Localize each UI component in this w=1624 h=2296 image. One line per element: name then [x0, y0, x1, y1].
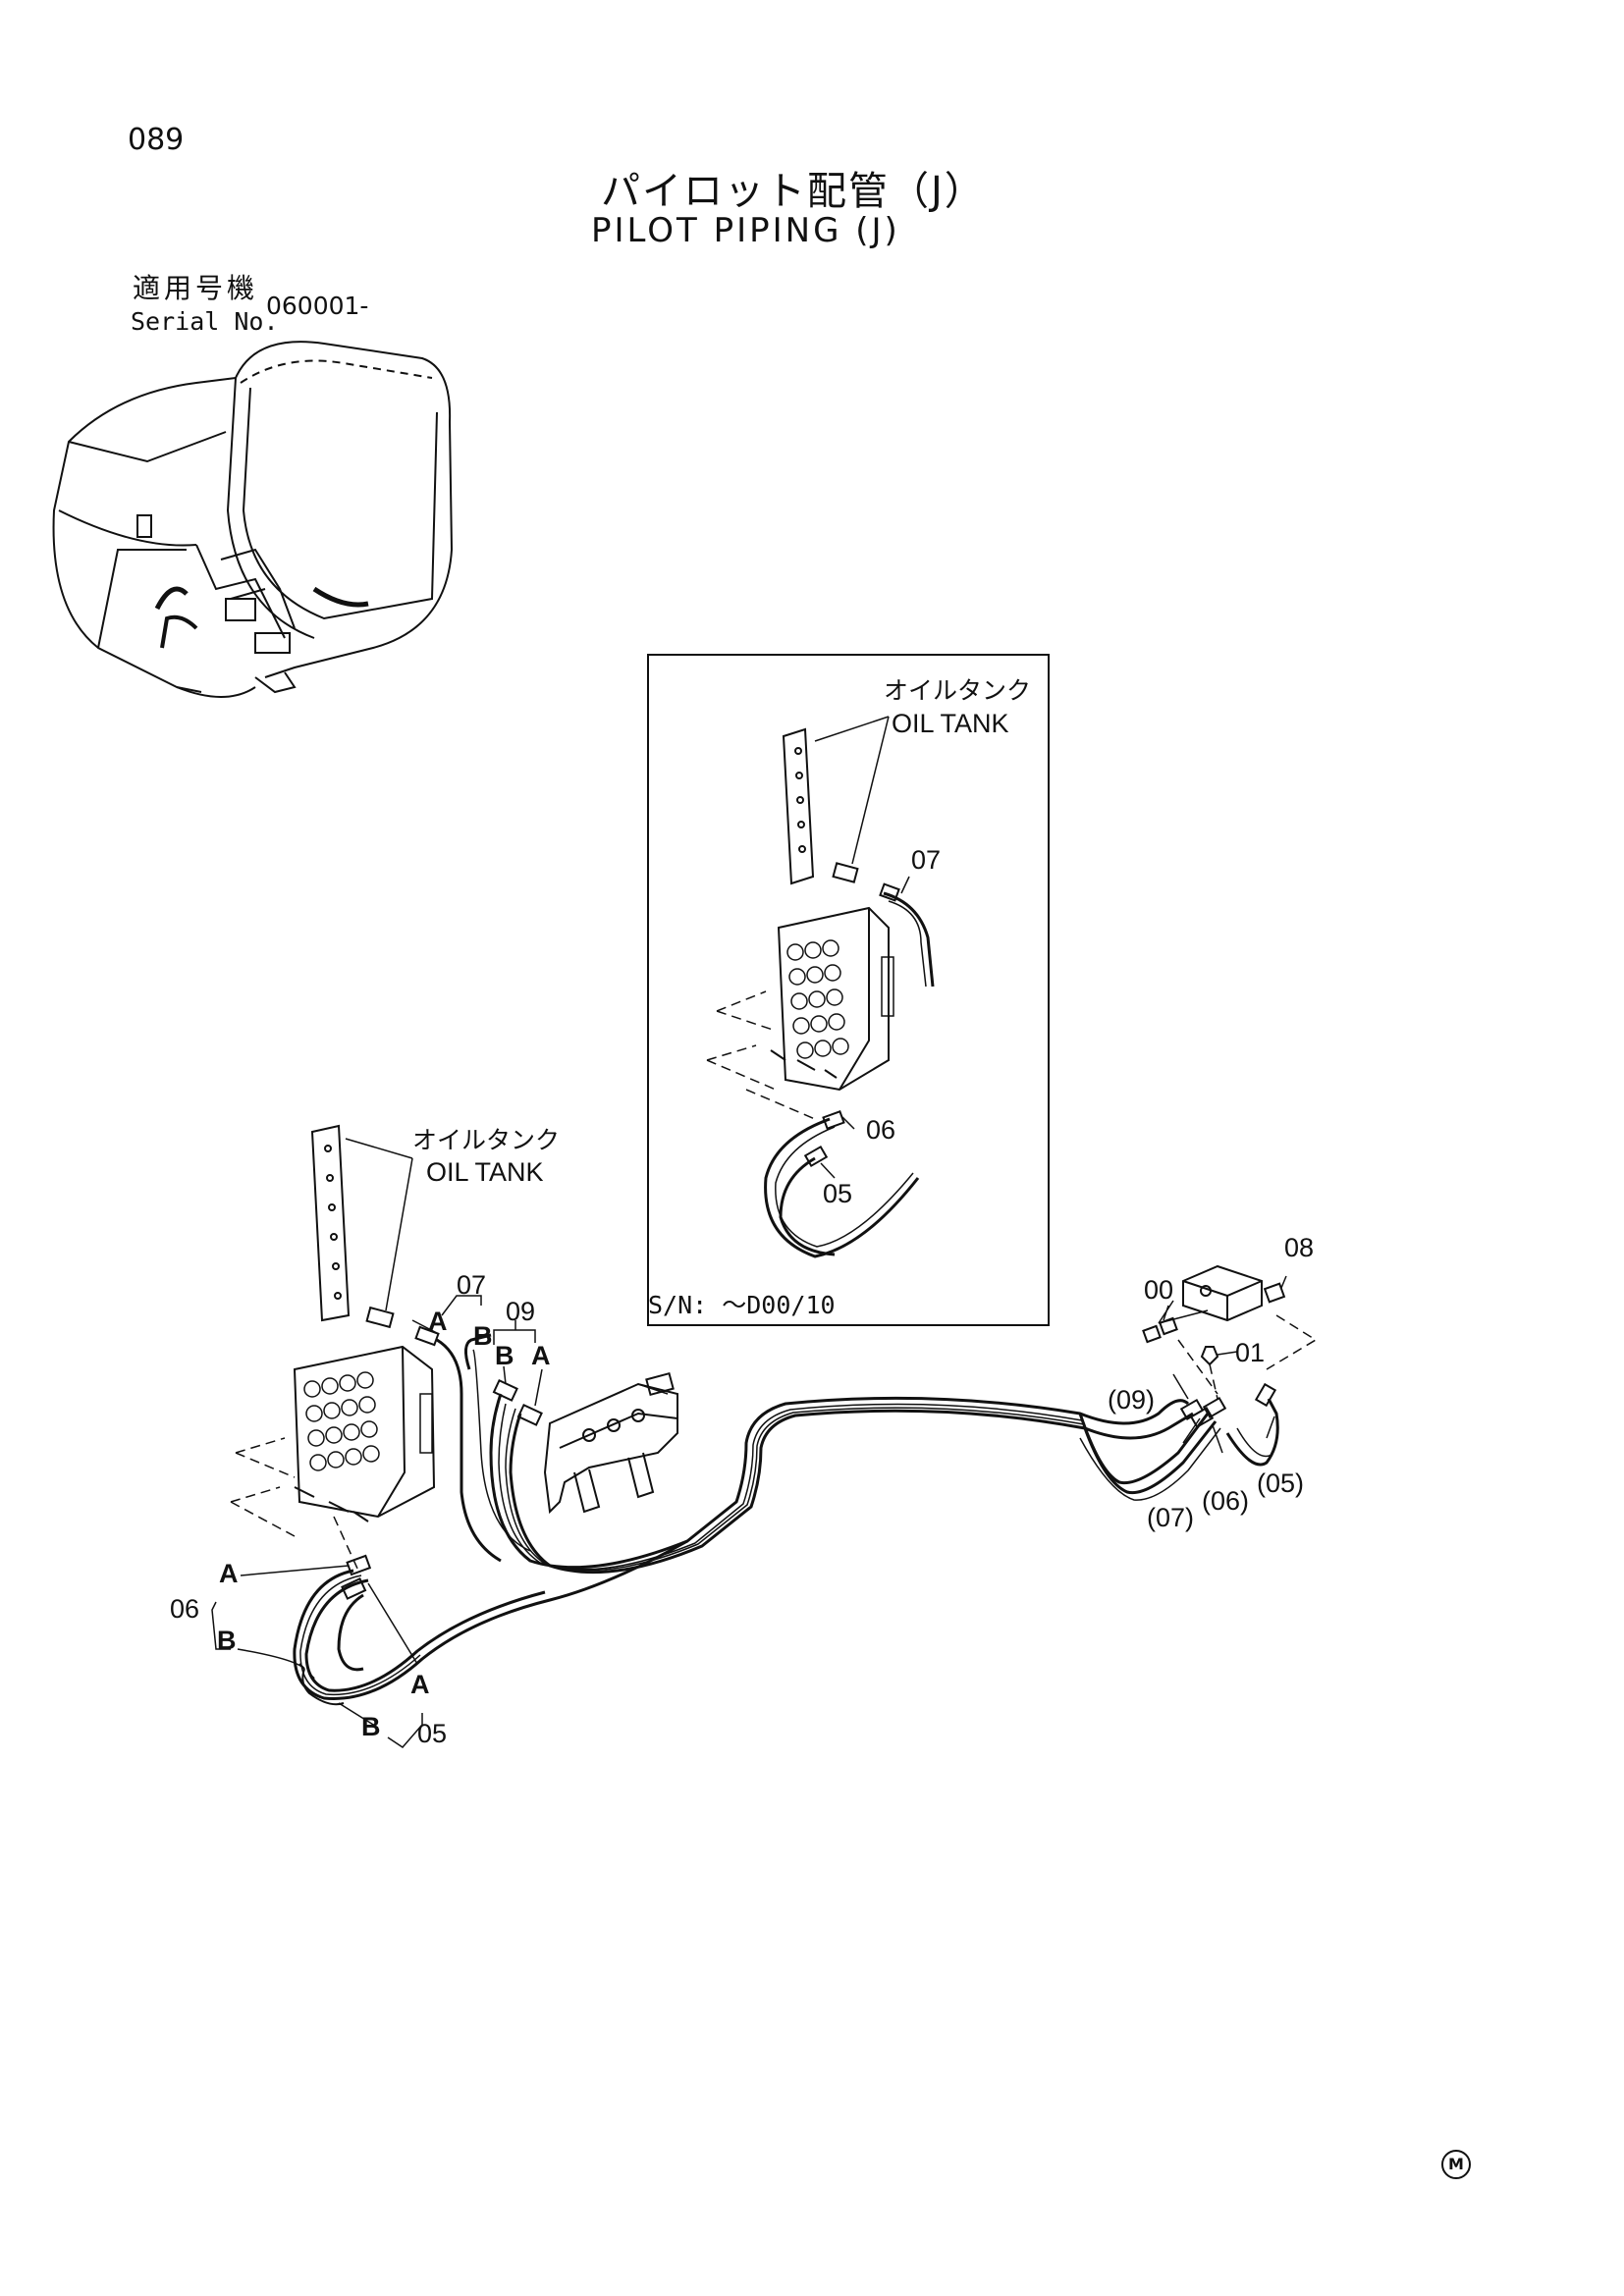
callout-b3: B [217, 1626, 237, 1655]
page-title-en: PILOT PIPING (J) [591, 211, 900, 250]
pilot-valve-block [770, 906, 894, 1092]
callout-06-paren: (06) [1202, 1486, 1249, 1516]
inset-callout-06: 06 [866, 1115, 895, 1145]
page-title-jp: パイロット配管（J） [601, 169, 986, 214]
callout-09-paren: (09) [1108, 1385, 1155, 1415]
callout-01: 01 [1235, 1338, 1265, 1367]
serial-label-en: Serial No. [131, 307, 279, 336]
callout-a3: A [219, 1559, 239, 1588]
main-tank-label-en: OIL TANK [426, 1157, 544, 1187]
control-valve [543, 1371, 678, 1515]
callout-06-left: 06 [170, 1594, 199, 1624]
callout-b2: B [495, 1341, 514, 1370]
callout-05-left: 05 [417, 1719, 447, 1748]
callout-b1: B [473, 1321, 493, 1351]
inset-box: オイルタンク OIL TANK 07 06 05 S/N: ～D00/10 [647, 654, 1050, 1326]
machine-overview-illustration [52, 341, 454, 698]
callout-a2: A [531, 1341, 551, 1370]
callout-a4: A [410, 1670, 430, 1699]
oil-tank-bracket [782, 727, 859, 885]
main-tank-label-jp: オイルタンク [412, 1126, 560, 1154]
callout-07: 07 [457, 1270, 486, 1300]
inset-callout-07: 07 [911, 845, 941, 875]
main-diagram: オイルタンク OIL TANK 07 A B 09 B A A 06 B A B… [170, 1124, 1318, 1748]
callout-09: 09 [506, 1297, 535, 1326]
callout-05-paren: (05) [1257, 1468, 1304, 1498]
oil-tank-bracket [310, 1124, 395, 1329]
inset-serial-note: S/N: ～D00/10 [648, 1291, 836, 1319]
inset-tank-label-en: OIL TANK [892, 709, 1009, 738]
callout-00: 00 [1144, 1275, 1173, 1305]
inset-tank-label-jp: オイルタンク [884, 676, 1031, 705]
inset-callout-05: 05 [823, 1179, 852, 1208]
serial-value: 060001- [266, 292, 369, 320]
callout-a1: A [428, 1307, 448, 1336]
pilot-valve-block [293, 1345, 436, 1522]
callout-08: 08 [1284, 1233, 1314, 1262]
callout-b4: B [361, 1712, 381, 1741]
corner-mark: M [1441, 2150, 1471, 2179]
page-number: 089 [128, 123, 185, 157]
serial-label-jp: 適用号機 [133, 272, 259, 304]
callout-07-paren: (07) [1147, 1503, 1194, 1532]
